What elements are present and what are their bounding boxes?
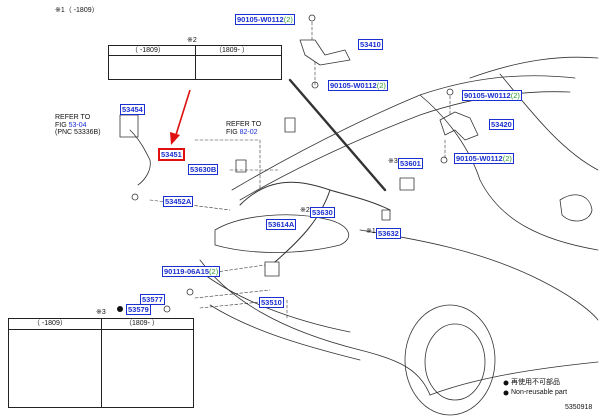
part-53451-highlighted[interactable]: 53451: [158, 148, 185, 161]
body-lower: [429, 361, 599, 396]
release-cable: [239, 181, 391, 211]
non-reusable-dot-53579: [117, 306, 123, 312]
marker-3-a: ※3: [388, 158, 398, 165]
part-53630[interactable]: 53630: [310, 207, 335, 218]
refer-note-1-pnc: (PNC 53336B): [55, 129, 101, 136]
part-53601[interactable]: 53601: [398, 158, 423, 169]
part-90119-06A15-label: 90119-06A15: [164, 267, 210, 276]
qty-label: (2): [510, 91, 520, 100]
refer-note-2: REFER TO FIG 82-02: [226, 121, 261, 136]
callout3-col1: （ -1809）: [33, 320, 67, 327]
part-90105-W0112-mid[interactable]: 90105-W0112(2): [328, 80, 388, 91]
part-90105-W0112-top-label: 90105-W0112: [237, 15, 284, 24]
lower-grille: [209, 304, 361, 361]
callout2-col1: （ -1809）: [131, 47, 165, 54]
callout-box-2: （ -1809） （1809- ）: [108, 45, 282, 80]
part-53579[interactable]: 53579: [126, 304, 151, 315]
qty-label: (2): [376, 81, 386, 90]
release-cable-2: [274, 189, 331, 263]
front-bumper: [199, 259, 431, 396]
refer-note-1-line1: REFER TO: [55, 114, 91, 121]
part-53614A[interactable]: 53614A: [266, 219, 297, 230]
callout-box-3: （ -1809） （1809- ）: [8, 318, 194, 408]
part-53630B[interactable]: 53630B: [188, 164, 219, 175]
refer-note-1-fig-link[interactable]: 53-04: [68, 121, 87, 129]
part-90119-06A15[interactable]: 90119-06A15(2): [162, 266, 221, 277]
part-53577[interactable]: 53577: [140, 294, 165, 305]
callout3-marker: ※3: [96, 309, 106, 316]
part-90105-W0112-mid-label: 90105-W0112: [330, 81, 377, 90]
refer-note-1: REFER TO FIG 53-04 (PNC 53336B): [55, 114, 101, 137]
figure-id: 5350918: [565, 404, 593, 411]
part-90105-W0112-r2-label: 90105-W0112: [456, 154, 503, 163]
callout2-col2: （1809- ）: [215, 47, 249, 54]
part-53510[interactable]: 53510: [259, 297, 284, 308]
legend-dot: [503, 380, 509, 386]
legend-jp: 再使用不可部品: [511, 379, 560, 386]
refer-note-1-fig-label: FIG: [55, 121, 69, 129]
qty-label: (2): [209, 267, 219, 276]
mirror: [559, 194, 593, 222]
marker-1: ※1: [366, 228, 376, 235]
part-53632[interactable]: 53632: [376, 228, 401, 239]
front-wheel-inner: [424, 323, 486, 401]
part-90105-W0112-r2[interactable]: 90105-W0112(2): [454, 153, 514, 164]
grille-line: [204, 274, 351, 333]
part-53420[interactable]: 53420: [489, 119, 514, 130]
part-53452A[interactable]: 53452A: [163, 196, 194, 207]
qty-label: (2): [283, 15, 293, 24]
headlight: [214, 214, 350, 253]
fender-line: [419, 94, 599, 251]
hinge-left: [299, 39, 351, 66]
refer-note-2-line1: REFER TO: [226, 121, 262, 128]
top-note: ※1（ -1809）: [55, 7, 99, 14]
part-53454[interactable]: 53454: [120, 104, 145, 115]
legend-dot-2: [503, 390, 509, 396]
legend-en: Non-reusable part: [511, 389, 568, 396]
marker-2: ※2: [300, 207, 310, 214]
front-wheel: [404, 304, 496, 416]
part-53410[interactable]: 53410: [358, 39, 383, 50]
refer-note-2-fig-label: FIG: [226, 128, 240, 136]
callout3-col2: （1809- ）: [125, 320, 159, 327]
hinge-right: [439, 111, 479, 141]
windshield-line: [469, 56, 599, 79]
a-pillar: [499, 73, 599, 171]
callout2-marker: ※2: [187, 37, 197, 44]
hood-support-rod: [288, 78, 387, 192]
hood-inner-line: [239, 91, 571, 201]
part-90105-W0112-r1[interactable]: 90105-W0112(2): [462, 90, 522, 101]
qty-label: (2): [502, 154, 512, 163]
cable-assembly-left: [129, 129, 151, 186]
part-90105-W0112-top[interactable]: 90105-W0112(2): [235, 14, 295, 25]
refer-note-2-fig-link[interactable]: 82-02: [239, 128, 258, 136]
side-line: [359, 229, 599, 321]
red-arrow: [170, 89, 191, 145]
part-90105-W0112-r1-label: 90105-W0112: [464, 91, 511, 100]
